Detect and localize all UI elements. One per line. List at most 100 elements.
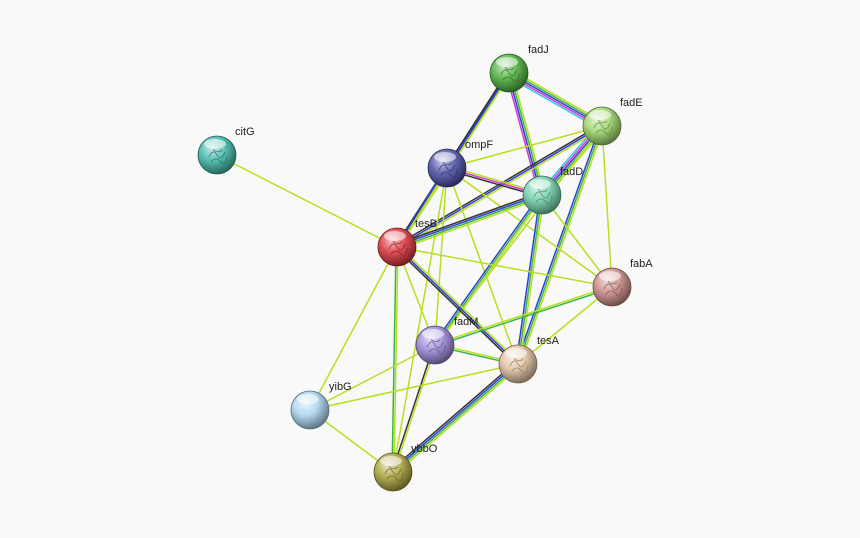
- node-highlight: [599, 271, 621, 281]
- edge-line-lime: [435, 195, 545, 347]
- edge-line-lime: [309, 344, 436, 411]
- edge-line-lime: [446, 125, 603, 169]
- node-highlight: [434, 152, 456, 162]
- edge-line-blue: [507, 72, 542, 196]
- node-highlight: [297, 394, 319, 404]
- edge-line-lime: [397, 126, 604, 250]
- protein-structure-icon: [208, 148, 228, 165]
- edge-line-lime: [511, 71, 546, 196]
- nodes-layer: fadJ fadE citG ompF fadD tesB fabA fadM tesA yibG…: [197, 44, 653, 492]
- node-highlight: [422, 329, 444, 339]
- edge-tesA-yibG: [309, 363, 519, 411]
- protein-structure-icon: [384, 465, 404, 482]
- edge-fadD-tesB: [395, 191, 544, 251]
- edge-fadE-tesA: [515, 124, 605, 366]
- edge-fadD-tesA: [515, 193, 545, 366]
- edge-line-green: [517, 194, 543, 365]
- edge-line-lime: [397, 196, 544, 251]
- node-fabA[interactable]: fabA: [592, 258, 653, 307]
- node-highlight: [204, 139, 226, 149]
- node-label: citG: [235, 126, 255, 138]
- edge-fadM-ybbO: [391, 343, 437, 474]
- edge-fadE-ompF: [446, 125, 603, 169]
- node-ompF[interactable]: ompF: [427, 139, 493, 188]
- edge-line-blue: [395, 193, 543, 247]
- edge-line-lime: [519, 194, 545, 366]
- edge-line-lime: [519, 125, 605, 366]
- edge-line-lime: [393, 246, 399, 473]
- protein-structure-icon: [533, 188, 553, 205]
- edge-line-green: [434, 194, 543, 346]
- node-fadE[interactable]: fadE: [582, 97, 643, 146]
- edge-line-blue: [515, 193, 541, 365]
- node-highlight: [529, 179, 551, 189]
- node-ybbO[interactable]: ybbO: [373, 443, 438, 492]
- edge-line-lime: [309, 363, 519, 411]
- edge-line-lime: [517, 286, 613, 365]
- protein-structure-icon: [593, 119, 613, 136]
- edge-fadD-fadM: [432, 193, 545, 347]
- protein-structure-icon: [388, 240, 408, 257]
- node-fadJ[interactable]: fadJ: [489, 44, 549, 93]
- node-highlight: [384, 231, 406, 241]
- protein-structure-icon: [426, 338, 446, 355]
- edge-line-blue: [515, 124, 601, 365]
- edge-line-lime: [309, 246, 398, 411]
- edge-line-lime: [601, 125, 613, 288]
- edge-line-black: [394, 247, 518, 367]
- edge-line-magenta: [505, 72, 540, 197]
- node-label: ybbO: [411, 443, 438, 455]
- node-label: tesB: [415, 218, 437, 230]
- node-highlight: [380, 456, 402, 466]
- node-fadD[interactable]: fadD: [522, 166, 583, 215]
- node-label: tesA: [537, 335, 560, 347]
- edge-line-lime: [392, 167, 448, 473]
- edge-line-black: [391, 343, 435, 473]
- edge-line-green: [517, 125, 603, 365]
- node-tesB[interactable]: tesB: [377, 218, 437, 267]
- node-label: ompF: [465, 139, 493, 151]
- edge-line-lime: [434, 167, 448, 346]
- node-label: fadD: [560, 166, 583, 178]
- edge-line-lime: [393, 344, 437, 474]
- protein-structure-icon: [603, 280, 623, 297]
- edge-tesB-tesA: [394, 244, 521, 367]
- node-fadM[interactable]: fadM: [415, 316, 478, 365]
- edge-ompF-fabA: [446, 167, 613, 288]
- edge-line-black: [395, 191, 542, 246]
- edge-fadM-yibG: [309, 344, 436, 411]
- edge-tesA-ybbO: [390, 361, 521, 475]
- edge-tesB-fabA: [396, 246, 613, 288]
- edge-line-green: [509, 72, 544, 196]
- edge-line-lime: [394, 365, 521, 475]
- edge-line-green: [392, 363, 520, 474]
- edge-tesB-yibG: [309, 246, 398, 411]
- node-label: fadJ: [528, 44, 549, 56]
- edge-line-blue: [391, 362, 519, 473]
- edge-line-lime: [446, 167, 613, 288]
- edge-citG-tesB: [216, 154, 398, 248]
- node-citG[interactable]: citG: [197, 126, 255, 175]
- edge-ompF-tesA: [446, 167, 519, 365]
- node-label: yibG: [329, 381, 352, 393]
- edges-layer: [216, 68, 614, 475]
- edge-line-blue: [432, 193, 542, 345]
- node-tesA[interactable]: tesA: [498, 335, 560, 384]
- edge-fadE-fabA: [601, 125, 613, 288]
- protein-structure-icon: [509, 357, 529, 374]
- edge-line-lime: [216, 154, 398, 248]
- edge-tesA-fabA: [517, 286, 613, 365]
- edge-line-lime: [433, 285, 613, 345]
- node-label: fabA: [630, 258, 653, 270]
- node-yibG[interactable]: yibG: [290, 381, 352, 430]
- node-label: fadM: [454, 316, 478, 328]
- protein-structure-icon: [500, 66, 520, 83]
- node-highlight: [505, 348, 527, 358]
- edge-line-green: [396, 195, 544, 249]
- edge-line-blue: [396, 246, 519, 365]
- protein-structure-icon: [438, 161, 458, 178]
- edge-line-green: [391, 246, 397, 473]
- edge-line-lime: [396, 246, 613, 288]
- edge-fadJ-fadD: [505, 71, 546, 197]
